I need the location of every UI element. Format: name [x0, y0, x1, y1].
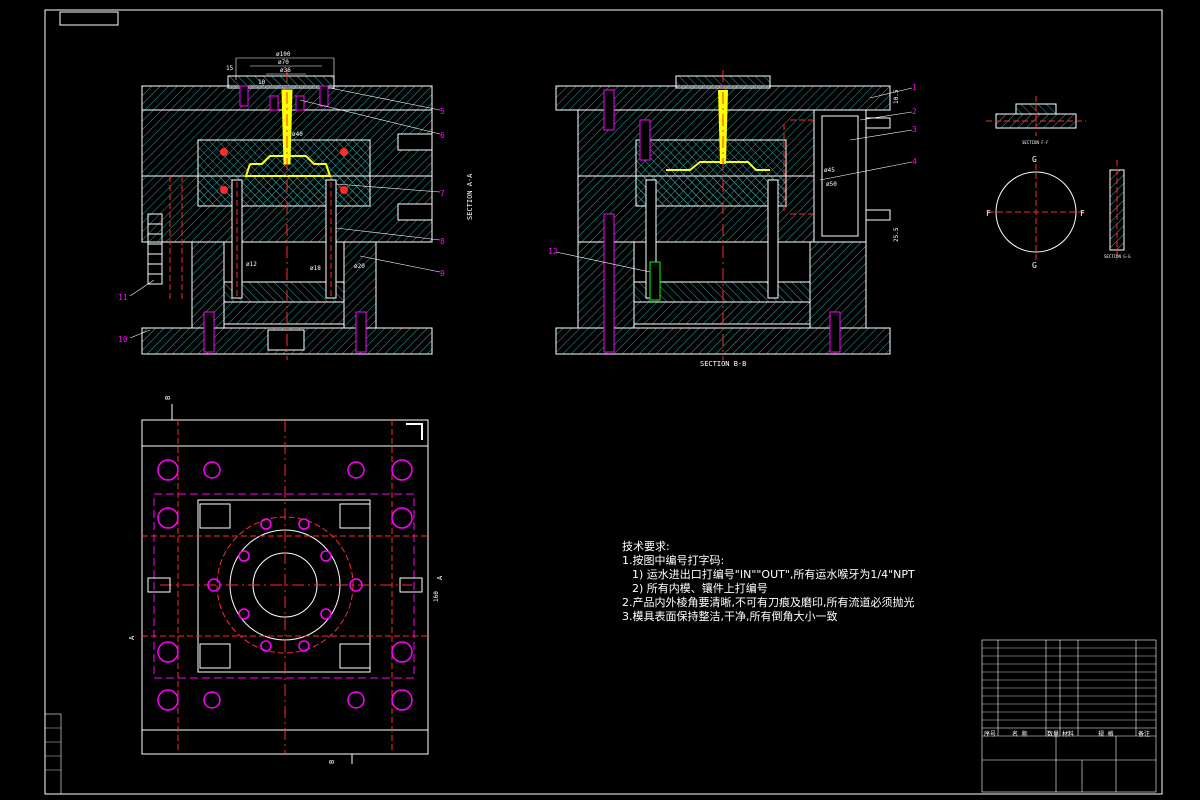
dim-label: ø50 — [826, 181, 837, 188]
dim-label: 10.5 — [893, 89, 900, 104]
balloon-number: 8 — [440, 237, 445, 246]
dim-label: 15 — [226, 65, 234, 72]
technical-requirements: 技术要求: 1.按图中编号打字码: 1) 运水进出口打编号"IN""OUT",所… — [622, 540, 915, 624]
balloon-number: 2 — [912, 107, 917, 116]
detail-caption-ff: SECTION F-F — [1022, 140, 1049, 145]
notes-line: 1.按图中编号打字码: — [622, 554, 725, 567]
title-block — [44, 639, 1157, 795]
dim-label: ø12 — [246, 261, 257, 268]
balloon-number: 9 — [440, 269, 445, 278]
notes-line: 1) 运水进出口打编号"IN""OUT",所有运水喉牙为1/4"NPT — [632, 568, 915, 581]
sheet-border — [44, 9, 1163, 795]
dim-label: ø100 — [276, 51, 291, 58]
cut-letter: B — [164, 396, 172, 400]
balloon-number: 11 — [118, 293, 128, 302]
bom-header-spec: 规 格 — [1098, 731, 1114, 738]
bom-header-qty: 数量 — [1047, 731, 1060, 738]
bom-header-material: 材料 — [1062, 731, 1075, 738]
cut-letter: A — [436, 575, 444, 580]
cut-letter: B — [328, 760, 336, 764]
notes-line: 2) 所有内模、镶件上打编号 — [632, 582, 768, 595]
detail-caption-gg: SECTION G-G — [1104, 254, 1131, 259]
notes-line: 2.产品内外棱角要清晰,不可有刀痕及磨印,所有流道必须抛光 — [622, 596, 915, 609]
dim-label: ø36 — [280, 67, 291, 74]
balloon-number: 1 — [912, 83, 917, 92]
detail-labels: F F G G — [986, 155, 1085, 270]
aa-balloons: 5 6 7 8 9 11 10 — [118, 107, 445, 344]
balloon-number: 6 — [440, 131, 445, 140]
aa-dimensions: ø100 ø70 ø36 15 10 ø12 ø18 ø20 ø40 — [226, 51, 365, 272]
dim-label: 10 — [258, 79, 266, 86]
plan-view — [141, 404, 429, 764]
bom-header-remark: 备注 — [1138, 731, 1151, 738]
balloon-number: 7 — [440, 189, 445, 198]
section-aa-view — [129, 57, 441, 360]
section-bb-label: SECTION B-B — [700, 360, 746, 368]
notes-heading: 技术要求: — [622, 540, 670, 553]
balloon-number: 12 — [548, 247, 558, 256]
balloon-number: 10 — [118, 335, 128, 344]
cut-letter: A — [128, 635, 136, 640]
cut-letter: G — [1032, 155, 1037, 164]
dim-label: ø70 — [278, 59, 289, 66]
dim-label: ø40 — [292, 131, 303, 138]
detail-views — [986, 96, 1125, 260]
dim-label: ø20 — [354, 263, 365, 270]
dim-label: 160 — [433, 591, 440, 602]
cut-letter: G — [1032, 261, 1037, 270]
dim-label: ø45 — [824, 167, 835, 174]
bb-dimensions: ø50 ø45 25.5 10.5 — [824, 89, 900, 242]
section-bb-view — [555, 70, 913, 360]
cut-letter: F — [1080, 209, 1085, 218]
section-aa-label: SECTION A-A — [466, 173, 474, 220]
bom-header-no: 序号 — [984, 731, 997, 738]
bom-rows — [45, 647, 1156, 771]
dim-label: 25.5 — [893, 227, 900, 242]
cut-marks: B B A A 160 — [128, 396, 444, 764]
dim-label: ø18 — [310, 265, 321, 272]
cut-letter: F — [986, 209, 991, 218]
balloon-number: 4 — [912, 157, 917, 166]
bom-header-name: 名 称 — [1012, 731, 1028, 738]
bb-balloons: 1 2 3 4 12 — [548, 83, 917, 256]
balloon-number: 5 — [440, 107, 445, 116]
balloon-number: 3 — [912, 125, 917, 134]
notes-line: 3.模具表面保持整洁,干净,所有倒角大小一致 — [622, 610, 838, 623]
